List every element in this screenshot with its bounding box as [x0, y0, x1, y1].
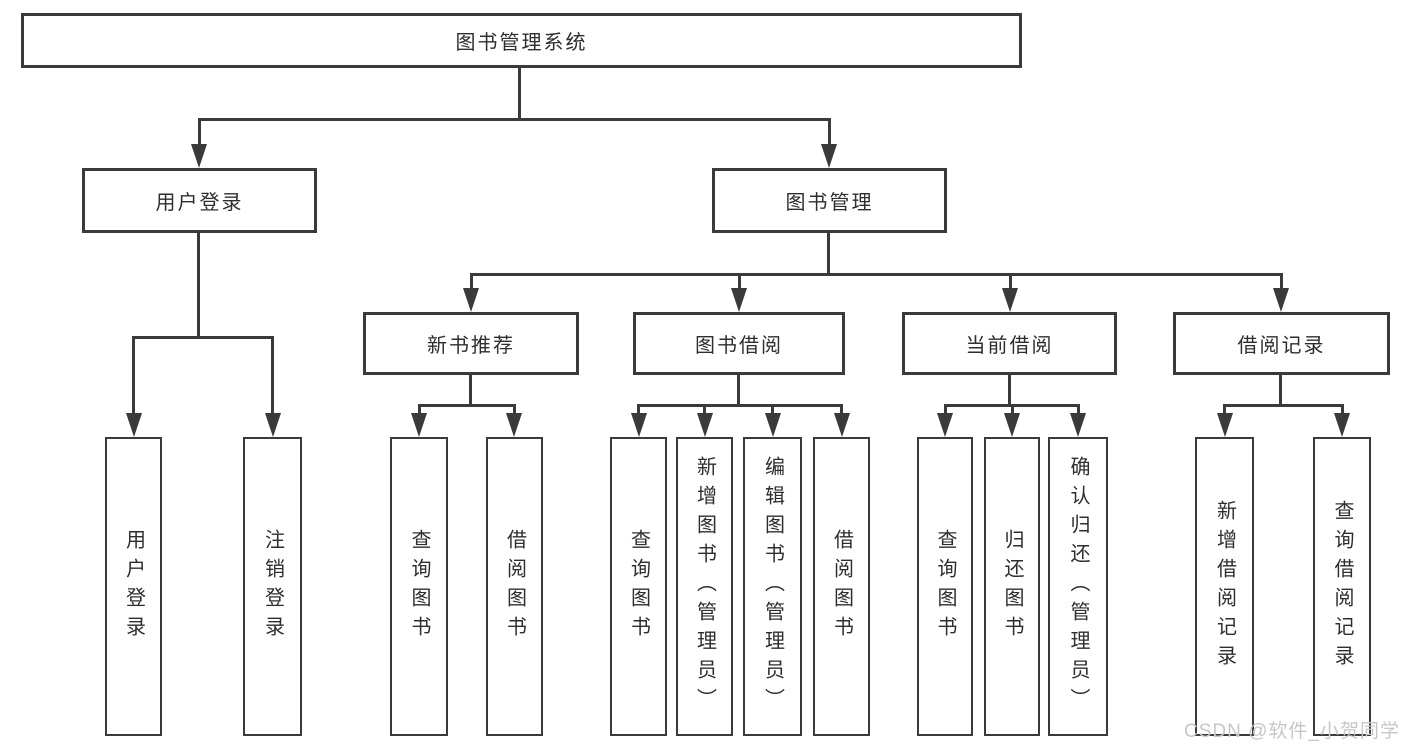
connector-line: [417, 404, 421, 416]
connector-line: [637, 404, 640, 416]
node-new-book-recommend: 新书推荐: [363, 312, 579, 375]
connector-line: [736, 375, 740, 405]
connector-line: [418, 404, 515, 407]
arrow-down-icon: [264, 413, 281, 437]
node-user-login: 用户登录: [82, 168, 317, 233]
connector-line: [470, 273, 1282, 276]
node-label: 新书推荐: [427, 335, 515, 357]
connector-line: [1008, 273, 1012, 291]
leaf-label: 借阅图书: [830, 528, 853, 645]
leaf-label: 新增图书（管理员）: [693, 456, 716, 717]
connector-line: [1007, 375, 1011, 405]
connector-line: [943, 404, 947, 416]
connector-line: [1010, 404, 1014, 416]
connector-line: [271, 336, 274, 416]
node-label: 图书管理系统: [455, 32, 588, 54]
arrow-down-icon: [1070, 413, 1086, 437]
arrow-down-icon: [821, 144, 837, 168]
connector-line: [517, 68, 521, 118]
leaf-query-books-borrow: 查询图书: [610, 437, 667, 736]
leaf-label: 查询图书: [934, 528, 956, 645]
connector-line: [1223, 404, 1343, 407]
connector-line: [197, 118, 201, 148]
leaf-confirm-return-admin: 确认归还（管理员）: [1048, 437, 1108, 736]
arrow-down-icon: [463, 288, 479, 312]
connector-line: [637, 404, 843, 407]
connector-line: [196, 233, 200, 337]
node-label: 当前借阅: [965, 335, 1054, 357]
node-book-borrow: 图书借阅: [633, 312, 845, 375]
arrow-down-icon: [411, 413, 427, 437]
leaf-label: 注销登录: [261, 528, 284, 645]
node-label: 图书借阅: [695, 335, 783, 357]
connector-line: [1279, 273, 1283, 291]
leaf-user-login: 用户登录: [105, 437, 162, 736]
leaf-label: 确认归还（管理员）: [1067, 456, 1089, 717]
connector-line: [1278, 375, 1282, 405]
arrow-down-icon: [731, 288, 747, 312]
leaf-edit-book-admin: 编辑图书（管理员）: [743, 437, 802, 736]
arrow-down-icon: [696, 413, 713, 437]
connector-line: [133, 336, 274, 339]
node-borrow-records: 借阅记录: [1173, 312, 1390, 375]
connector-line: [826, 232, 830, 273]
connector-line: [1076, 404, 1080, 416]
watermark: CSDN @软件_小贺同学: [1184, 721, 1400, 742]
node-label: 图书管理: [785, 192, 874, 214]
leaf-label: 查询图书: [408, 528, 430, 645]
leaf-label: 新增借阅记录: [1213, 499, 1236, 674]
connector-line: [827, 118, 831, 148]
leaf-add-borrow-record: 新增借阅记录: [1195, 437, 1254, 736]
arrow-down-icon: [630, 413, 647, 437]
leaf-logout: 注销登录: [243, 437, 302, 736]
leaf-label: 查询图书: [627, 528, 650, 645]
arrow-down-icon: [1334, 413, 1350, 437]
arrow-down-icon: [1273, 288, 1289, 312]
leaf-label: 查询借阅记录: [1331, 499, 1353, 674]
node-label: 借阅记录: [1237, 335, 1326, 357]
connector-line: [737, 273, 741, 291]
leaf-borrow-books-borrow: 借阅图书: [813, 437, 870, 736]
leaf-label: 用户登录: [122, 528, 145, 645]
leaf-return-book: 归还图书: [984, 437, 1040, 736]
arrow-down-icon: [1004, 413, 1020, 437]
arrow-down-icon: [125, 413, 142, 437]
node-label: 用户登录: [155, 192, 244, 214]
connector-line: [468, 375, 472, 405]
arrow-down-icon: [833, 413, 850, 437]
arrow-down-icon: [191, 144, 207, 168]
leaf-add-book-admin: 新增图书（管理员）: [676, 437, 733, 736]
connector-line: [132, 336, 135, 416]
connector-line: [469, 273, 473, 291]
connector-line: [840, 404, 843, 416]
connector-line: [1340, 404, 1344, 416]
arrow-down-icon: [1216, 413, 1233, 437]
arrow-down-icon: [937, 413, 953, 437]
connector-line: [512, 404, 516, 416]
node-current-borrow: 当前借阅: [902, 312, 1117, 375]
arrow-down-icon: [506, 413, 522, 437]
leaf-query-books-current: 查询图书: [917, 437, 973, 736]
node-book-management: 图书管理: [712, 168, 947, 233]
node-library-system: 图书管理系统: [21, 13, 1022, 68]
leaf-label: 归还图书: [1001, 528, 1023, 645]
connector-line: [771, 404, 774, 416]
connector-line: [1223, 404, 1226, 416]
leaf-query-books-recommend: 查询图书: [390, 437, 448, 736]
arrow-down-icon: [764, 413, 781, 437]
arrow-down-icon: [1002, 288, 1018, 312]
connector-line: [703, 404, 706, 416]
leaf-label: 借阅图书: [503, 528, 526, 645]
leaf-label: 编辑图书（管理员）: [761, 456, 784, 717]
connector-line: [198, 118, 831, 121]
leaf-query-borrow-record: 查询借阅记录: [1313, 437, 1371, 736]
leaf-borrow-books-recommend: 借阅图书: [486, 437, 543, 736]
